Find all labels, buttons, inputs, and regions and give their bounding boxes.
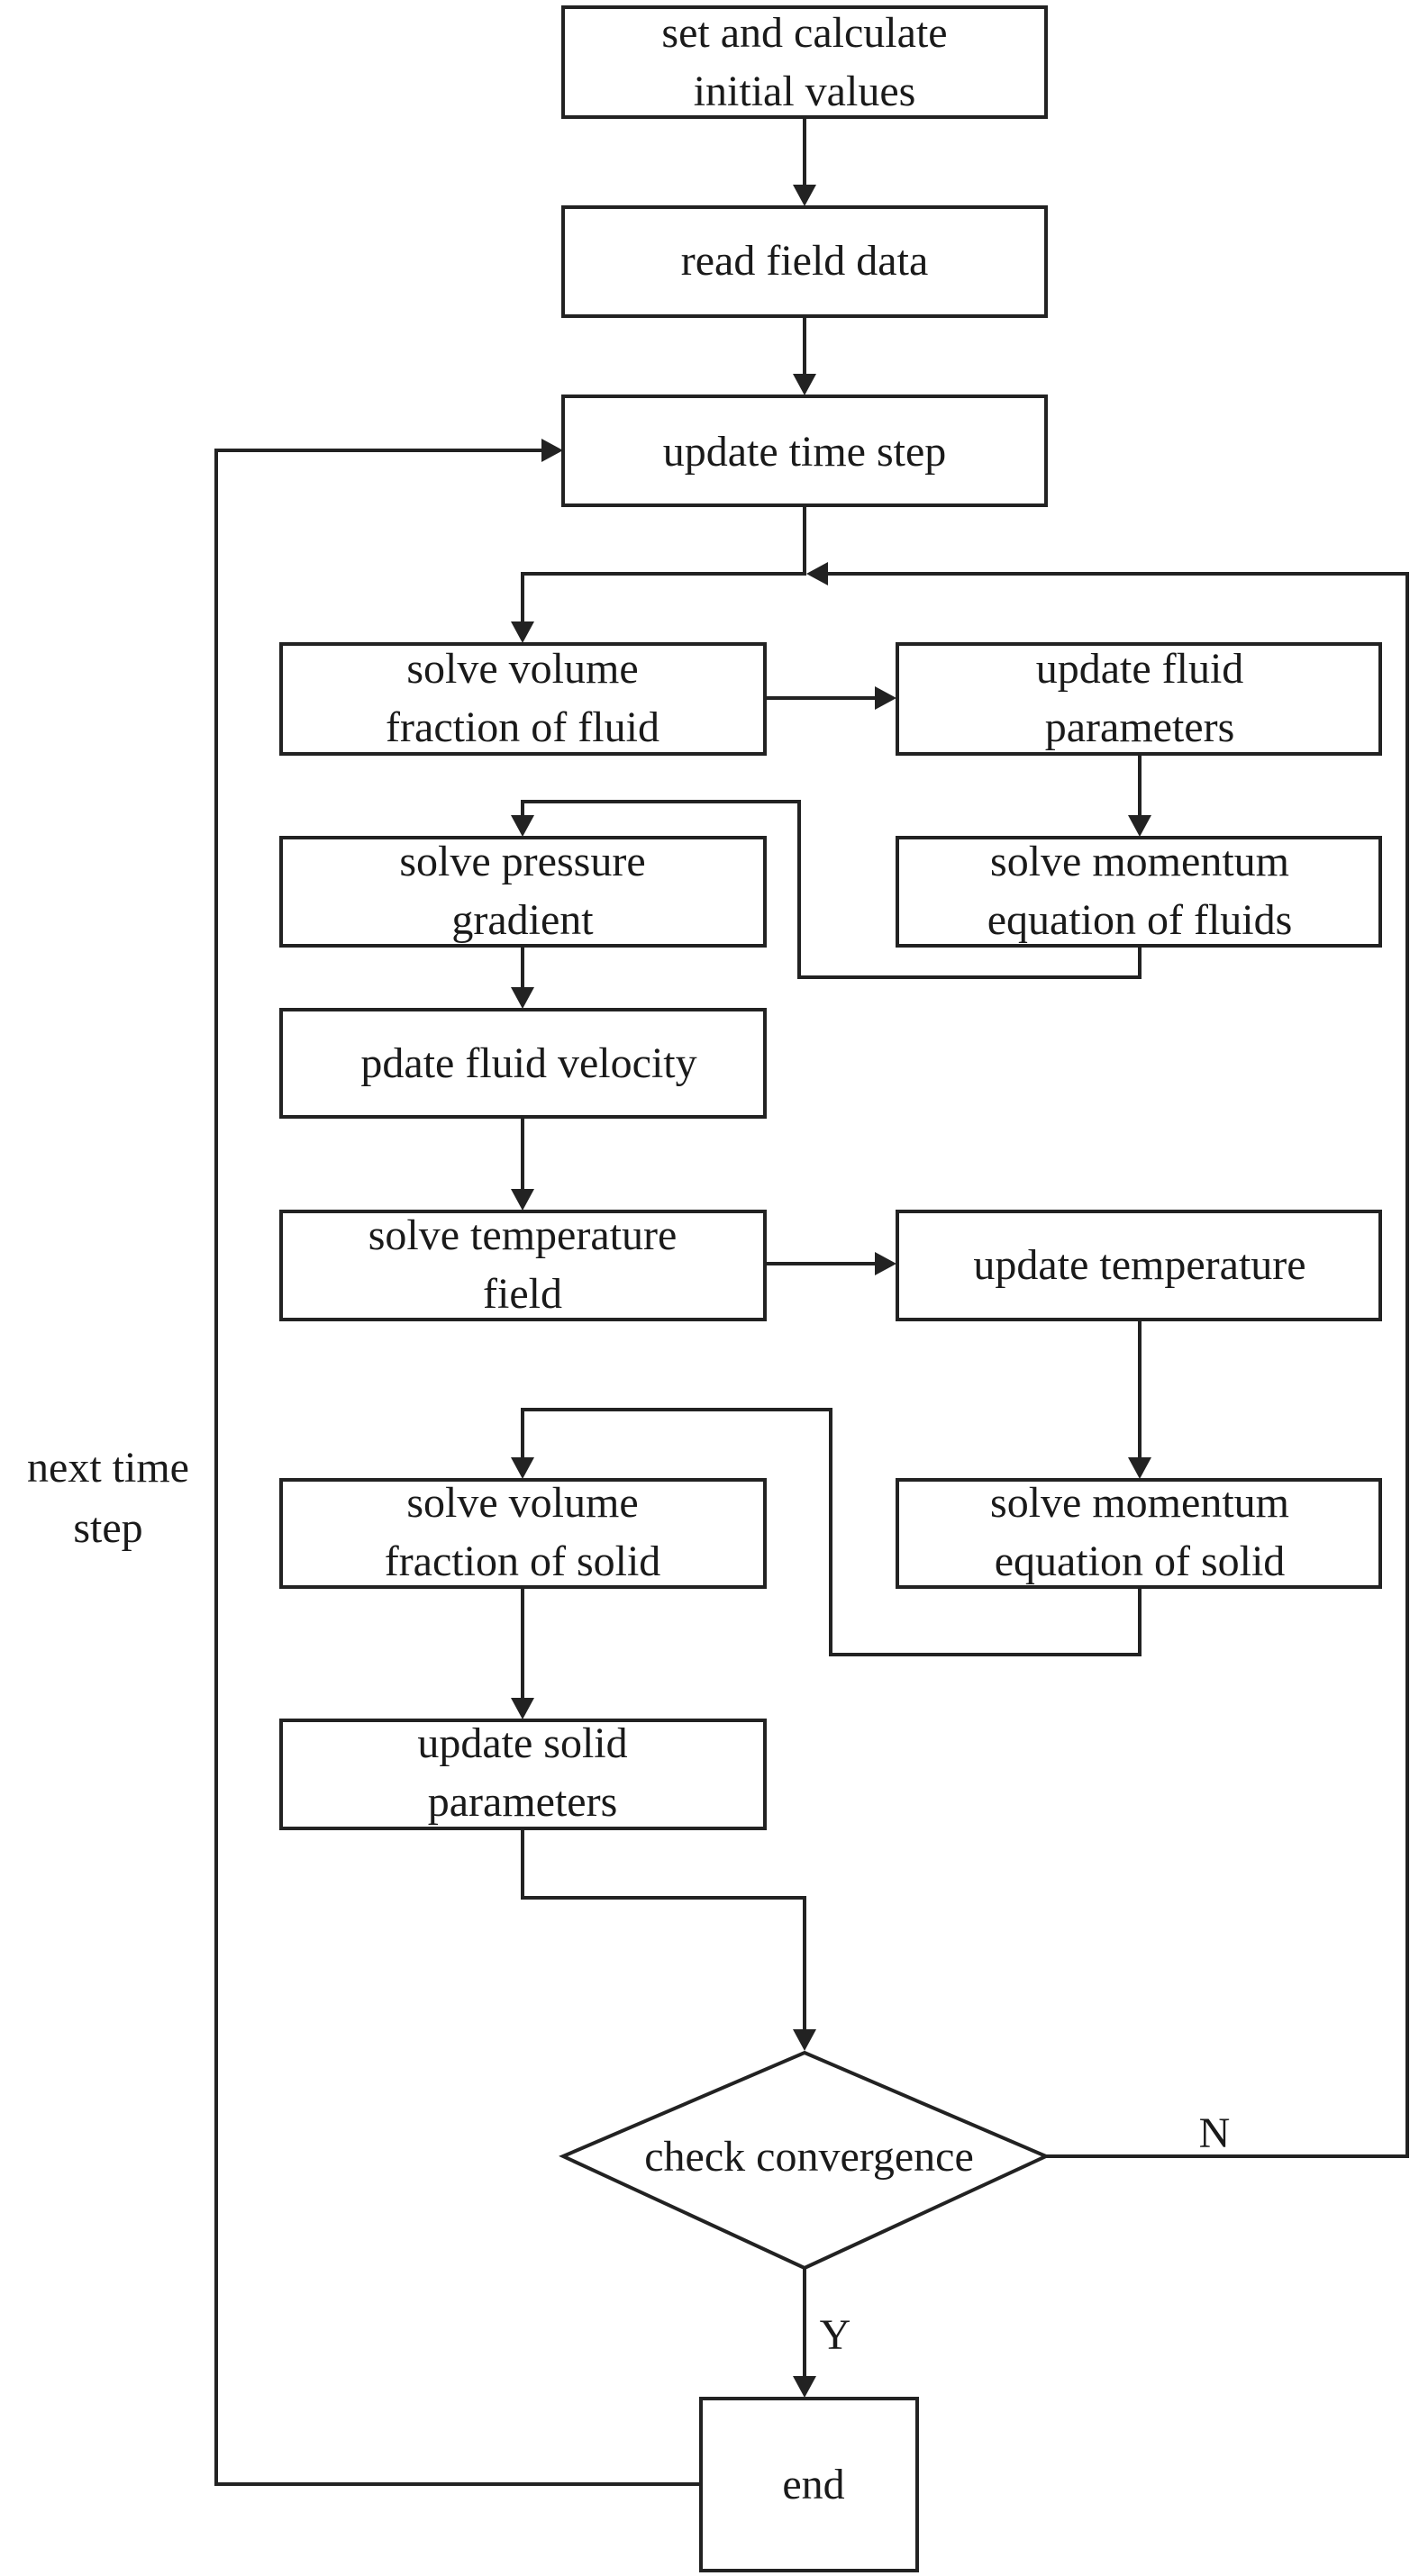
decision-check-convergence-label: check convergence bbox=[644, 2133, 974, 2181]
label-yes: Y bbox=[820, 2311, 851, 2359]
arrowhead-upd-temp bbox=[875, 1252, 896, 1275]
box-end: end bbox=[699, 2397, 919, 2572]
arrowhead-upd-solid bbox=[511, 1698, 534, 1719]
box-temperature-field-line1: solve temperature bbox=[368, 1211, 678, 1259]
box-update-solid-line1: update solid bbox=[417, 1719, 627, 1767]
box-update-fluid-line1: update fluid bbox=[1036, 645, 1244, 693]
connector-time-to-vf-fluid bbox=[521, 505, 806, 623]
box-vf-solid-line2: fraction of solid bbox=[385, 1537, 661, 1585]
box-init: set and calculate initial values bbox=[561, 5, 1048, 119]
box-update-solid: update solid parameters bbox=[279, 1719, 767, 1830]
arrowhead-mom-solid bbox=[1128, 1457, 1151, 1479]
box-temperature-field: solve temperature field bbox=[279, 1210, 767, 1321]
label-no: N bbox=[1199, 2109, 1231, 2157]
connector-mom-solid-to-vf-solid bbox=[521, 1408, 1142, 1656]
label-next-time-line1: next time bbox=[27, 1444, 189, 1492]
box-velocity: pdate fluid velocity bbox=[279, 1008, 767, 1119]
box-vf-fluid: solve volume fraction of fluid bbox=[279, 642, 767, 756]
box-update-solid-line2: parameters bbox=[428, 1778, 618, 1826]
box-pressure-line2: gradient bbox=[451, 896, 594, 944]
box-update-fluid-line2: parameters bbox=[1045, 703, 1235, 751]
box-temperature-field-line2: field bbox=[483, 1270, 562, 1318]
box-read-field: read field data bbox=[561, 205, 1048, 318]
box-init-line1: set and calculate bbox=[661, 9, 947, 57]
box-momentum-solid-line1: solve momentum bbox=[990, 1479, 1289, 1527]
box-update-fluid: update fluid parameters bbox=[896, 642, 1382, 756]
box-vf-fluid-line2: fraction of fluid bbox=[386, 703, 659, 751]
arrowhead-no-loop bbox=[806, 562, 828, 585]
arrowhead-mom-fluids bbox=[1128, 815, 1151, 837]
box-vf-solid-line1: solve volume bbox=[406, 1479, 638, 1527]
box-pressure: solve pressure gradient bbox=[279, 836, 767, 948]
box-momentum-solid: solve momentum equation of solid bbox=[896, 1478, 1382, 1589]
box-init-line2: initial values bbox=[694, 68, 916, 115]
box-vf-solid: solve volume fraction of solid bbox=[279, 1478, 767, 1589]
box-update-time-step: update time step bbox=[561, 395, 1048, 507]
arrowhead-read bbox=[793, 185, 816, 206]
box-momentum-fluids-line1: solve momentum bbox=[990, 838, 1289, 885]
box-end-label: end bbox=[782, 2461, 844, 2508]
box-update-temperature-label: update temperature bbox=[973, 1241, 1305, 1289]
arrowhead-temp-field bbox=[511, 1189, 534, 1211]
box-momentum-solid-line2: equation of solid bbox=[995, 1537, 1286, 1585]
label-next-time-line2: step bbox=[73, 1504, 142, 1552]
decision-check-convergence: check convergence bbox=[559, 2050, 1051, 2271]
box-update-time-step-label: update time step bbox=[663, 428, 947, 476]
connector-upd-solid-to-check bbox=[521, 1828, 806, 2031]
box-read-field-label: read field data bbox=[681, 237, 929, 285]
arrowhead-update-time bbox=[793, 374, 816, 395]
arrowhead-check bbox=[793, 2029, 816, 2051]
connectors bbox=[214, 117, 1409, 2486]
arrowhead-upd-fluid bbox=[875, 686, 896, 710]
connector-mom-fluids-to-pressure bbox=[521, 800, 1142, 979]
box-momentum-fluids: solve momentum equation of fluids bbox=[896, 836, 1382, 948]
box-velocity-label: pdate fluid velocity bbox=[360, 1039, 696, 1087]
box-update-temperature: update temperature bbox=[896, 1210, 1382, 1321]
arrowhead-pressure bbox=[511, 815, 534, 837]
box-pressure-line1: solve pressure bbox=[399, 838, 645, 885]
connector-check-no-loop bbox=[826, 572, 1409, 2158]
arrowhead-vf-solid bbox=[511, 1457, 534, 1479]
arrowhead-velocity bbox=[511, 987, 534, 1009]
arrowhead-next-time bbox=[541, 439, 563, 462]
box-momentum-fluids-line2: equation of fluids bbox=[987, 896, 1293, 944]
arrowhead-vf-fluid bbox=[511, 621, 534, 643]
connector-end-next-time bbox=[214, 449, 701, 2486]
arrowhead-end bbox=[793, 2376, 816, 2398]
box-vf-fluid-line1: solve volume bbox=[406, 645, 638, 693]
